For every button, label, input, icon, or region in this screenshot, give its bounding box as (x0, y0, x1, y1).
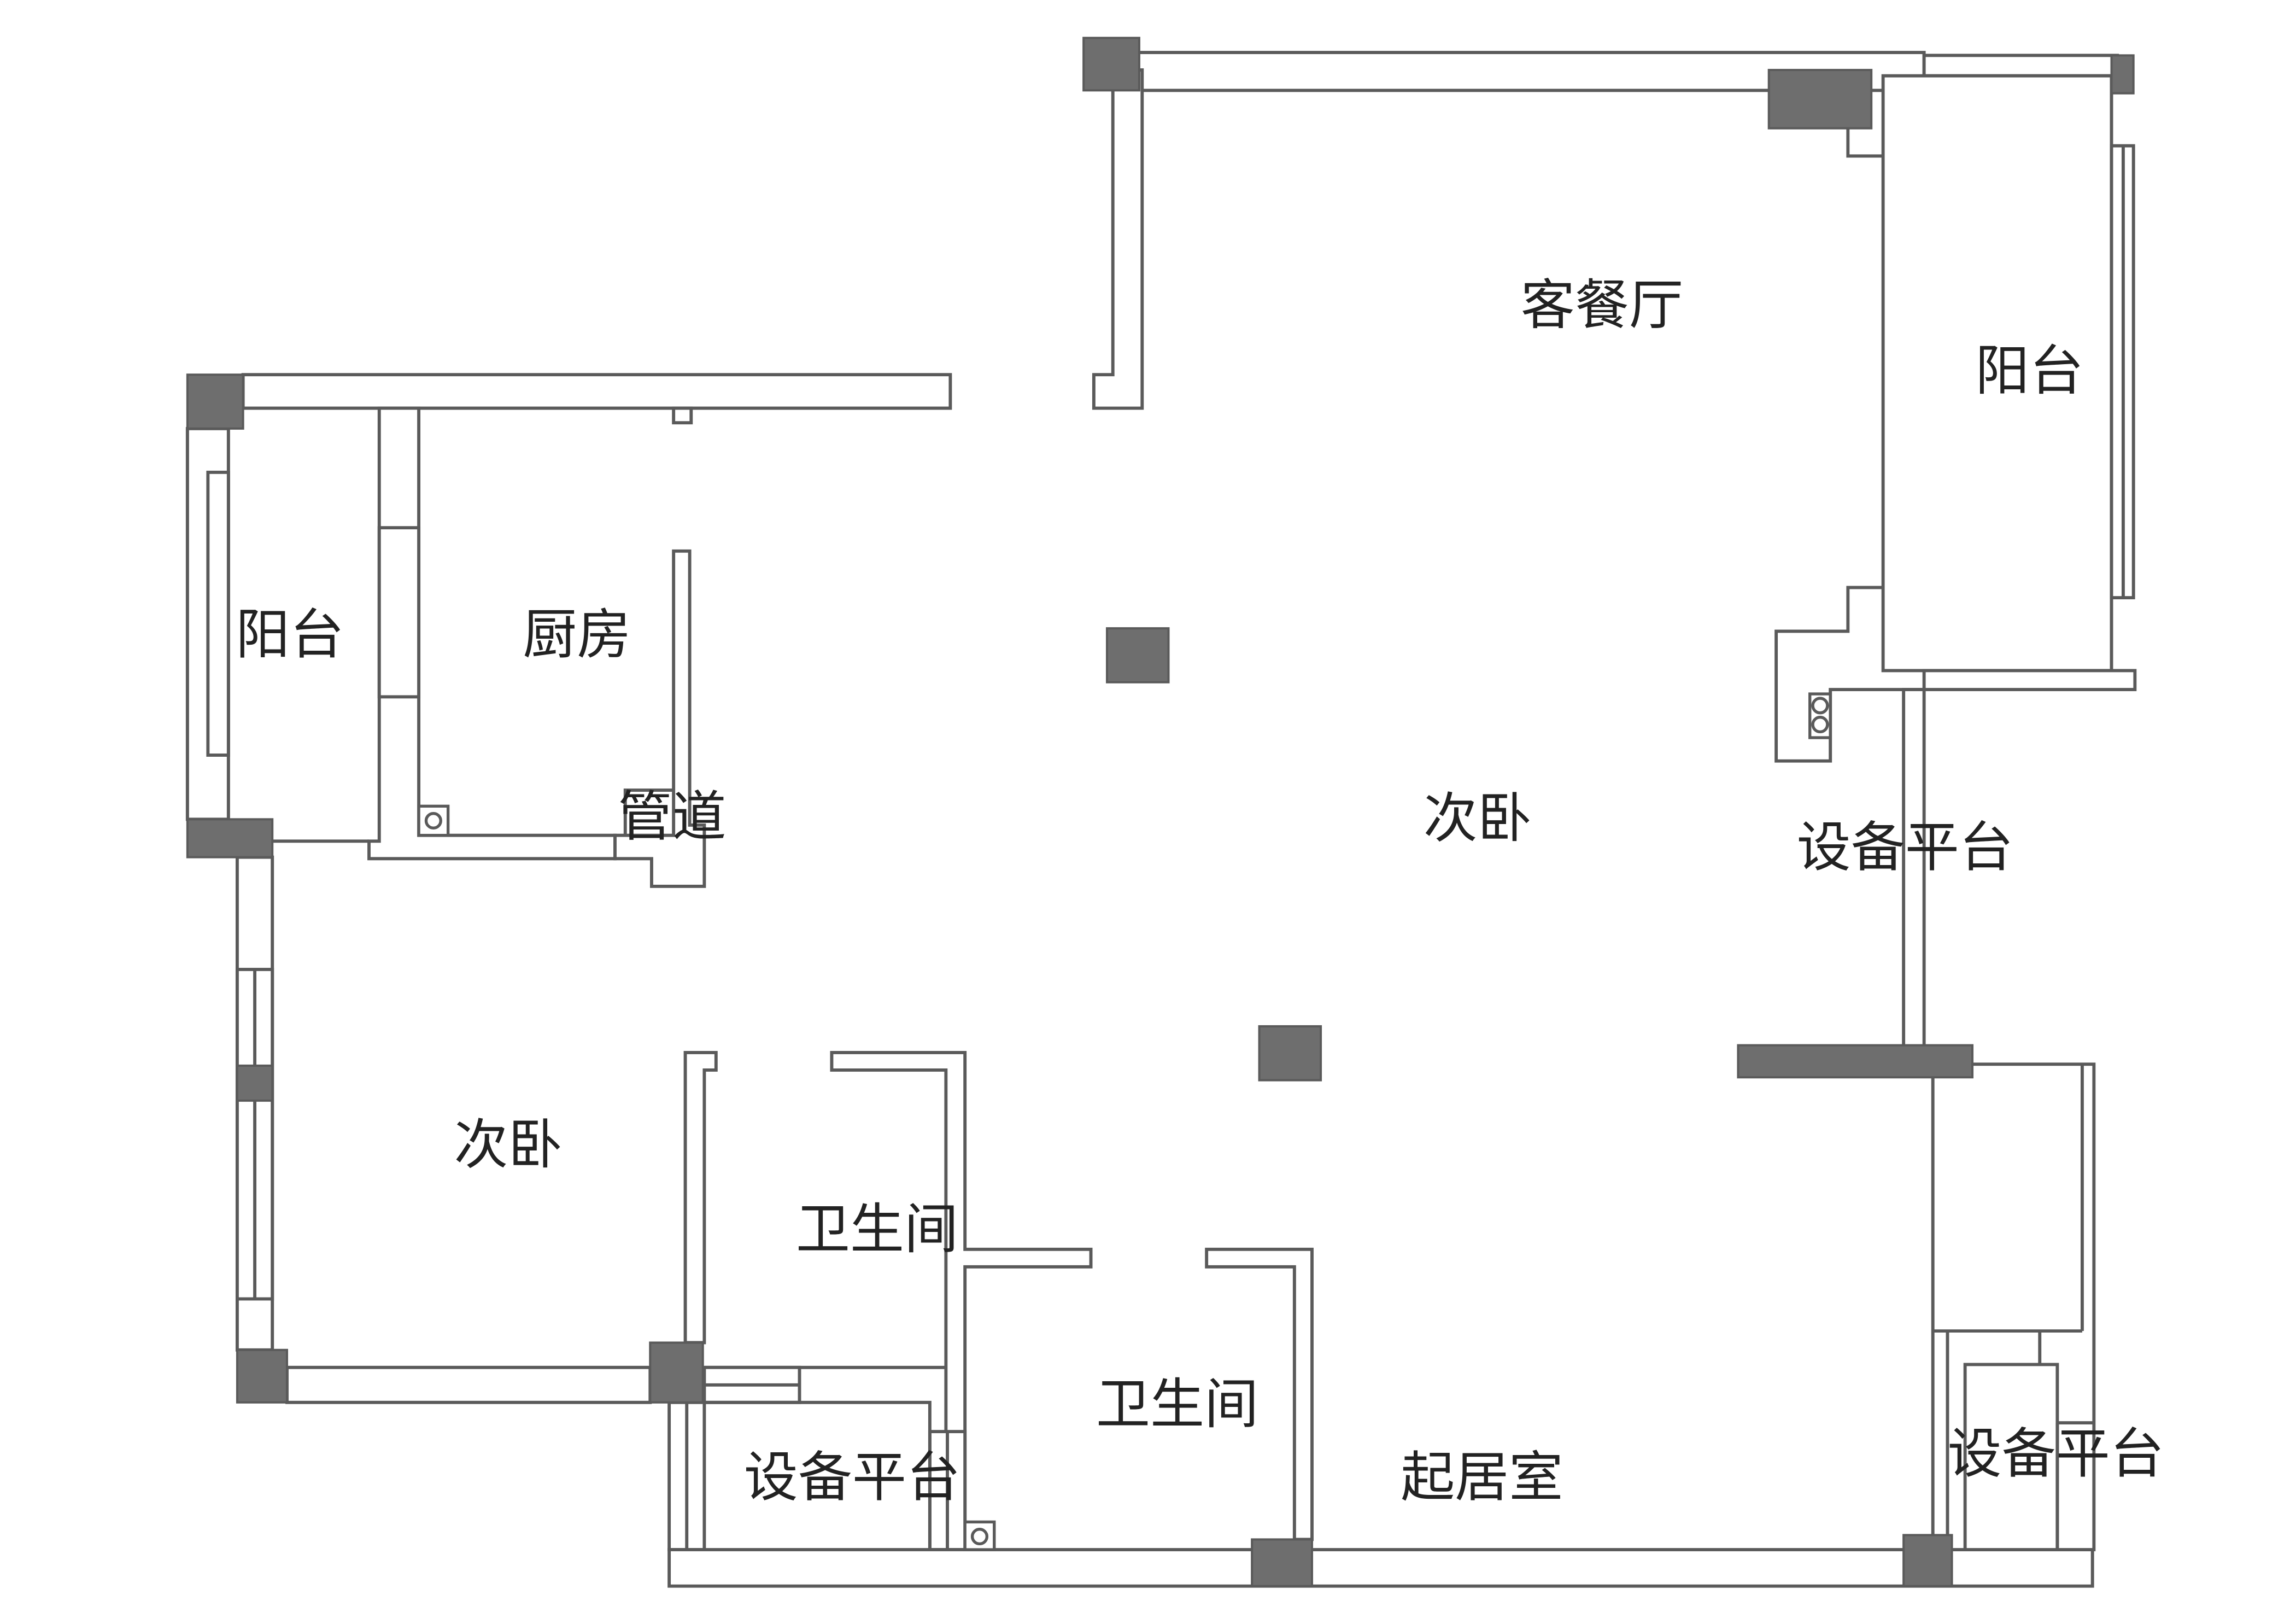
southeast-platform-details (2038, 1331, 2094, 1550)
equipment-platform-east-label: 设备平台 (1797, 816, 2013, 879)
column (236, 1064, 274, 1102)
bathroom-partition (830, 1050, 1093, 1551)
north-wing-walls (1092, 51, 2137, 1049)
bathroom-1-label: 卫生间 (796, 1198, 958, 1261)
south-wall (667, 1548, 2094, 1588)
column (1902, 1534, 1953, 1587)
kitchen-window (377, 526, 421, 699)
duct-label: 管道 (618, 786, 726, 849)
west-balcony-window (206, 470, 230, 757)
bathroom-2-label: 卫生间 (1096, 1373, 1258, 1436)
pipe-icon (970, 1528, 989, 1546)
wall-notch (672, 406, 693, 425)
column (1258, 1025, 1322, 1082)
west-bedroom-south-wall (285, 1365, 652, 1404)
column (2110, 54, 2135, 95)
bedroom-center-label: 次卧 (1424, 787, 1532, 850)
kitchen-north-wall (241, 373, 952, 410)
column (1767, 68, 1873, 130)
kitchen-east-wall (613, 549, 706, 888)
pipe-icon (1811, 716, 1829, 734)
column (186, 818, 274, 858)
bedroom-west-label: 次卧 (454, 1114, 562, 1177)
east-balcony-frame (1881, 74, 2113, 673)
balcony-sill (1922, 669, 2137, 691)
room-labels: 客餐厅 阳台 阳台 厨房 管道 次卧 设备平台 次卧 卫生间 卫生间 设备平台 … (236, 274, 2164, 1509)
west-stub-wall (1092, 68, 1144, 410)
columns (186, 37, 2135, 1587)
equipment-platform-southeast-label: 设备平台 (1948, 1423, 2164, 1486)
platform-inner-wall (704, 1400, 932, 1550)
study-label: 起居室 (1401, 1446, 1563, 1509)
kitchen-label: 厨房 (523, 604, 631, 667)
column (1105, 627, 1170, 684)
balcony-west-label: 阳台 (236, 604, 344, 667)
living-dining-label: 客餐厅 (1521, 274, 1683, 337)
west-wing-walls (185, 373, 952, 888)
duct-wall (623, 788, 674, 836)
equipment-platform-south-label: 设备平台 (744, 1446, 960, 1509)
pipe-icon (424, 812, 442, 829)
pipes (417, 692, 1832, 1551)
balcony-wall-step (1846, 128, 1883, 158)
equipment-partition (1902, 688, 1926, 1049)
column (186, 373, 244, 430)
beam-column (1737, 1044, 1974, 1079)
north-wall-balcony-rail (1922, 54, 2119, 78)
column (649, 1341, 704, 1404)
balcony-east-label: 阳台 (1975, 340, 2083, 402)
bathroom-walls (702, 1050, 1314, 1551)
west-bedroom-east-wall (683, 1050, 718, 1345)
southeast-platform-inner (1963, 1363, 2059, 1551)
south-walls (667, 1400, 2094, 1588)
pipe-icon (1811, 697, 1829, 715)
southeast-walls (1931, 1062, 2096, 1551)
column (1082, 37, 1140, 92)
column (236, 1348, 289, 1404)
column (1251, 1538, 1314, 1587)
